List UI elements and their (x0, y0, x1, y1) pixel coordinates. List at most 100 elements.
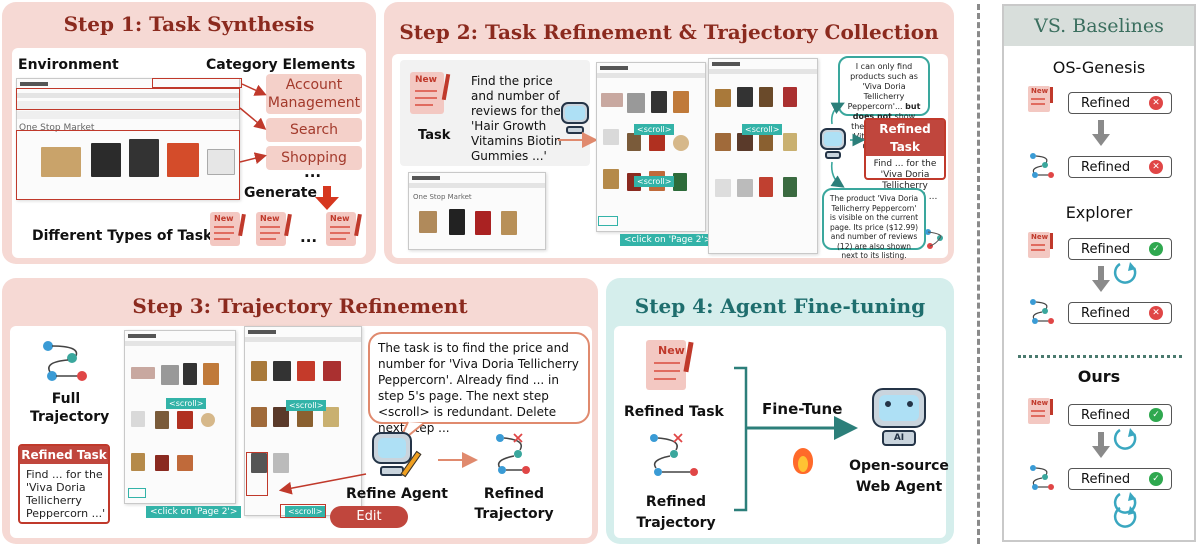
refined-pill: Refined✓ (1068, 404, 1172, 426)
new-task-icon: New (256, 212, 292, 248)
refined-trajectory-label: Refined Trajectory (474, 486, 554, 522)
baseline-section-title: Ours (1077, 367, 1121, 386)
step1-arrows (239, 83, 339, 210)
task-doc-icon: New (1028, 86, 1056, 116)
refined-pill: Refined✓ (1068, 238, 1172, 260)
refined-task-box-step3: Refined Task Find ... for the 'Viva Dori… (18, 444, 110, 524)
refined-pill: Refined✓ (1068, 468, 1172, 490)
step3-screenshot-2 (244, 326, 362, 516)
baseline-section-title: Explorer (1065, 203, 1133, 222)
step3-title: Step 3: Trajectory Refinement (132, 294, 468, 318)
cross-icon: ✕ (1149, 160, 1163, 174)
scroll-tag: <scroll> (286, 400, 327, 411)
page2-highlight (598, 216, 618, 226)
category-elements-label: Category Elements (206, 57, 356, 73)
step2-curved-arrows (830, 102, 866, 188)
refined-task-doc-icon: New (646, 340, 694, 394)
loop-arrow-icon (1113, 262, 1137, 284)
edit-button[interactable]: Edit (330, 506, 408, 528)
cross-icon: ✕ (1149, 306, 1163, 320)
step1-title: Step 1: Task Synthesis (63, 12, 315, 36)
check-icon: ✓ (1149, 408, 1163, 422)
robot-icon (558, 98, 592, 134)
product-image (129, 139, 159, 177)
baselines-title-bar (1004, 6, 1194, 46)
category-shopping: Shopping (266, 146, 362, 170)
trajectory-icon (1028, 462, 1056, 492)
step4-trajectory-icon (650, 366, 858, 512)
new-task-icon: New (210, 212, 246, 248)
robot-icon (818, 126, 850, 160)
baseline-section-title: OS-Genesis (1052, 58, 1146, 77)
step3-arrows (278, 433, 530, 495)
product-image (91, 143, 121, 177)
category-account-management: Account Management (266, 74, 362, 114)
step2-arrow-right (558, 132, 598, 148)
category-search: Search (266, 118, 362, 142)
loop-arrow-icon (1113, 506, 1137, 528)
step3-screenshot-1 (124, 330, 236, 504)
trajectory-icon (925, 229, 943, 249)
down-arrow-icon (1092, 266, 1110, 292)
generate-label: Generate (244, 185, 317, 201)
task-label: Task (418, 128, 451, 143)
scroll-tag: <scroll> (742, 124, 783, 135)
web-agent-robot: AI (866, 384, 932, 448)
observation-bubble-bottom: The product 'Viva Doria Tellicherry Pepp… (822, 188, 926, 260)
highlight-box-search (16, 88, 240, 110)
trajectory-icon (1028, 150, 1056, 180)
refine-speech-bubble: The task is to find the price and number… (368, 332, 590, 435)
task-text: Find the price and number of reviews for… (471, 74, 562, 163)
ours-divider (1018, 355, 1182, 358)
full-trajectory-label: Full Trajectory (30, 391, 110, 425)
scroll-tag-marked: <scroll> (285, 506, 326, 517)
refined-pill: Refined✕ (1068, 92, 1172, 114)
step4-refined-trajectory-label: Refined Trajectory (636, 494, 716, 531)
click-page2-tag: <click on 'Page 2'> (620, 234, 716, 246)
baselines-title: VS. Baselines (1034, 15, 1164, 37)
new-task-icon: New (326, 212, 362, 248)
task-doc-icon: New (1028, 232, 1056, 262)
down-arrow-icon (1092, 120, 1110, 146)
different-types-label: Different Types of Tasks (32, 228, 221, 244)
step2-title: Step 2: Task Refinement & Trajectory Col… (399, 20, 939, 44)
trajectory-screenshot-1 (596, 62, 706, 232)
refine-agent-label: Refine Agent (346, 486, 448, 502)
cross-icon: ✕ (1149, 96, 1163, 110)
scroll-tag: <scroll> (634, 124, 675, 135)
trajectory-icon (1028, 296, 1056, 326)
highlight-box-shopping (16, 130, 240, 200)
product-image (41, 147, 81, 177)
dots2: ... (300, 228, 318, 246)
dots: ... (304, 163, 322, 181)
click-page2-tag: <click on 'Page 2'> (146, 506, 242, 518)
scroll-tag: <scroll> (634, 176, 675, 187)
loop-arrow-icon (1113, 428, 1137, 450)
refine-agent-robot (368, 428, 422, 478)
check-icon: ✓ (1149, 242, 1163, 256)
task-doc-icon: New (410, 72, 451, 118)
product-image (207, 149, 235, 175)
step2-env-screenshot: One Stop Market (408, 172, 546, 250)
scroll-highlight (280, 504, 326, 518)
trajectory-screenshot-2 (708, 58, 818, 254)
fine-tune-label: Fine-Tune (762, 400, 843, 418)
task-doc-icon: New (1028, 398, 1056, 428)
down-arrow-icon (1092, 432, 1110, 458)
step4-refined-task-label: Refined Task (624, 404, 724, 420)
site-name: One Stop Market (19, 123, 95, 133)
highlight-box-account (152, 78, 242, 88)
step4-title: Step 4: Agent Fine-tuning (634, 294, 926, 318)
full-trajectory-icon (43, 341, 87, 381)
fire-icon (790, 442, 816, 474)
refined-pill: Refined✕ (1068, 302, 1172, 324)
loop-arrow-icon (1113, 492, 1137, 514)
selected-item-highlight (246, 452, 268, 496)
observation-bubble-top: I can only find products such as 'Viva D… (838, 56, 930, 151)
scroll-tag: <scroll> (166, 398, 207, 409)
refined-task-box-step2: Refined Task Find ... for the 'Viva Dori… (864, 118, 946, 202)
product-image (167, 143, 199, 177)
dashed-divider (977, 4, 980, 544)
check-icon: ✓ (1149, 472, 1163, 486)
environment-label: Environment (18, 57, 119, 73)
